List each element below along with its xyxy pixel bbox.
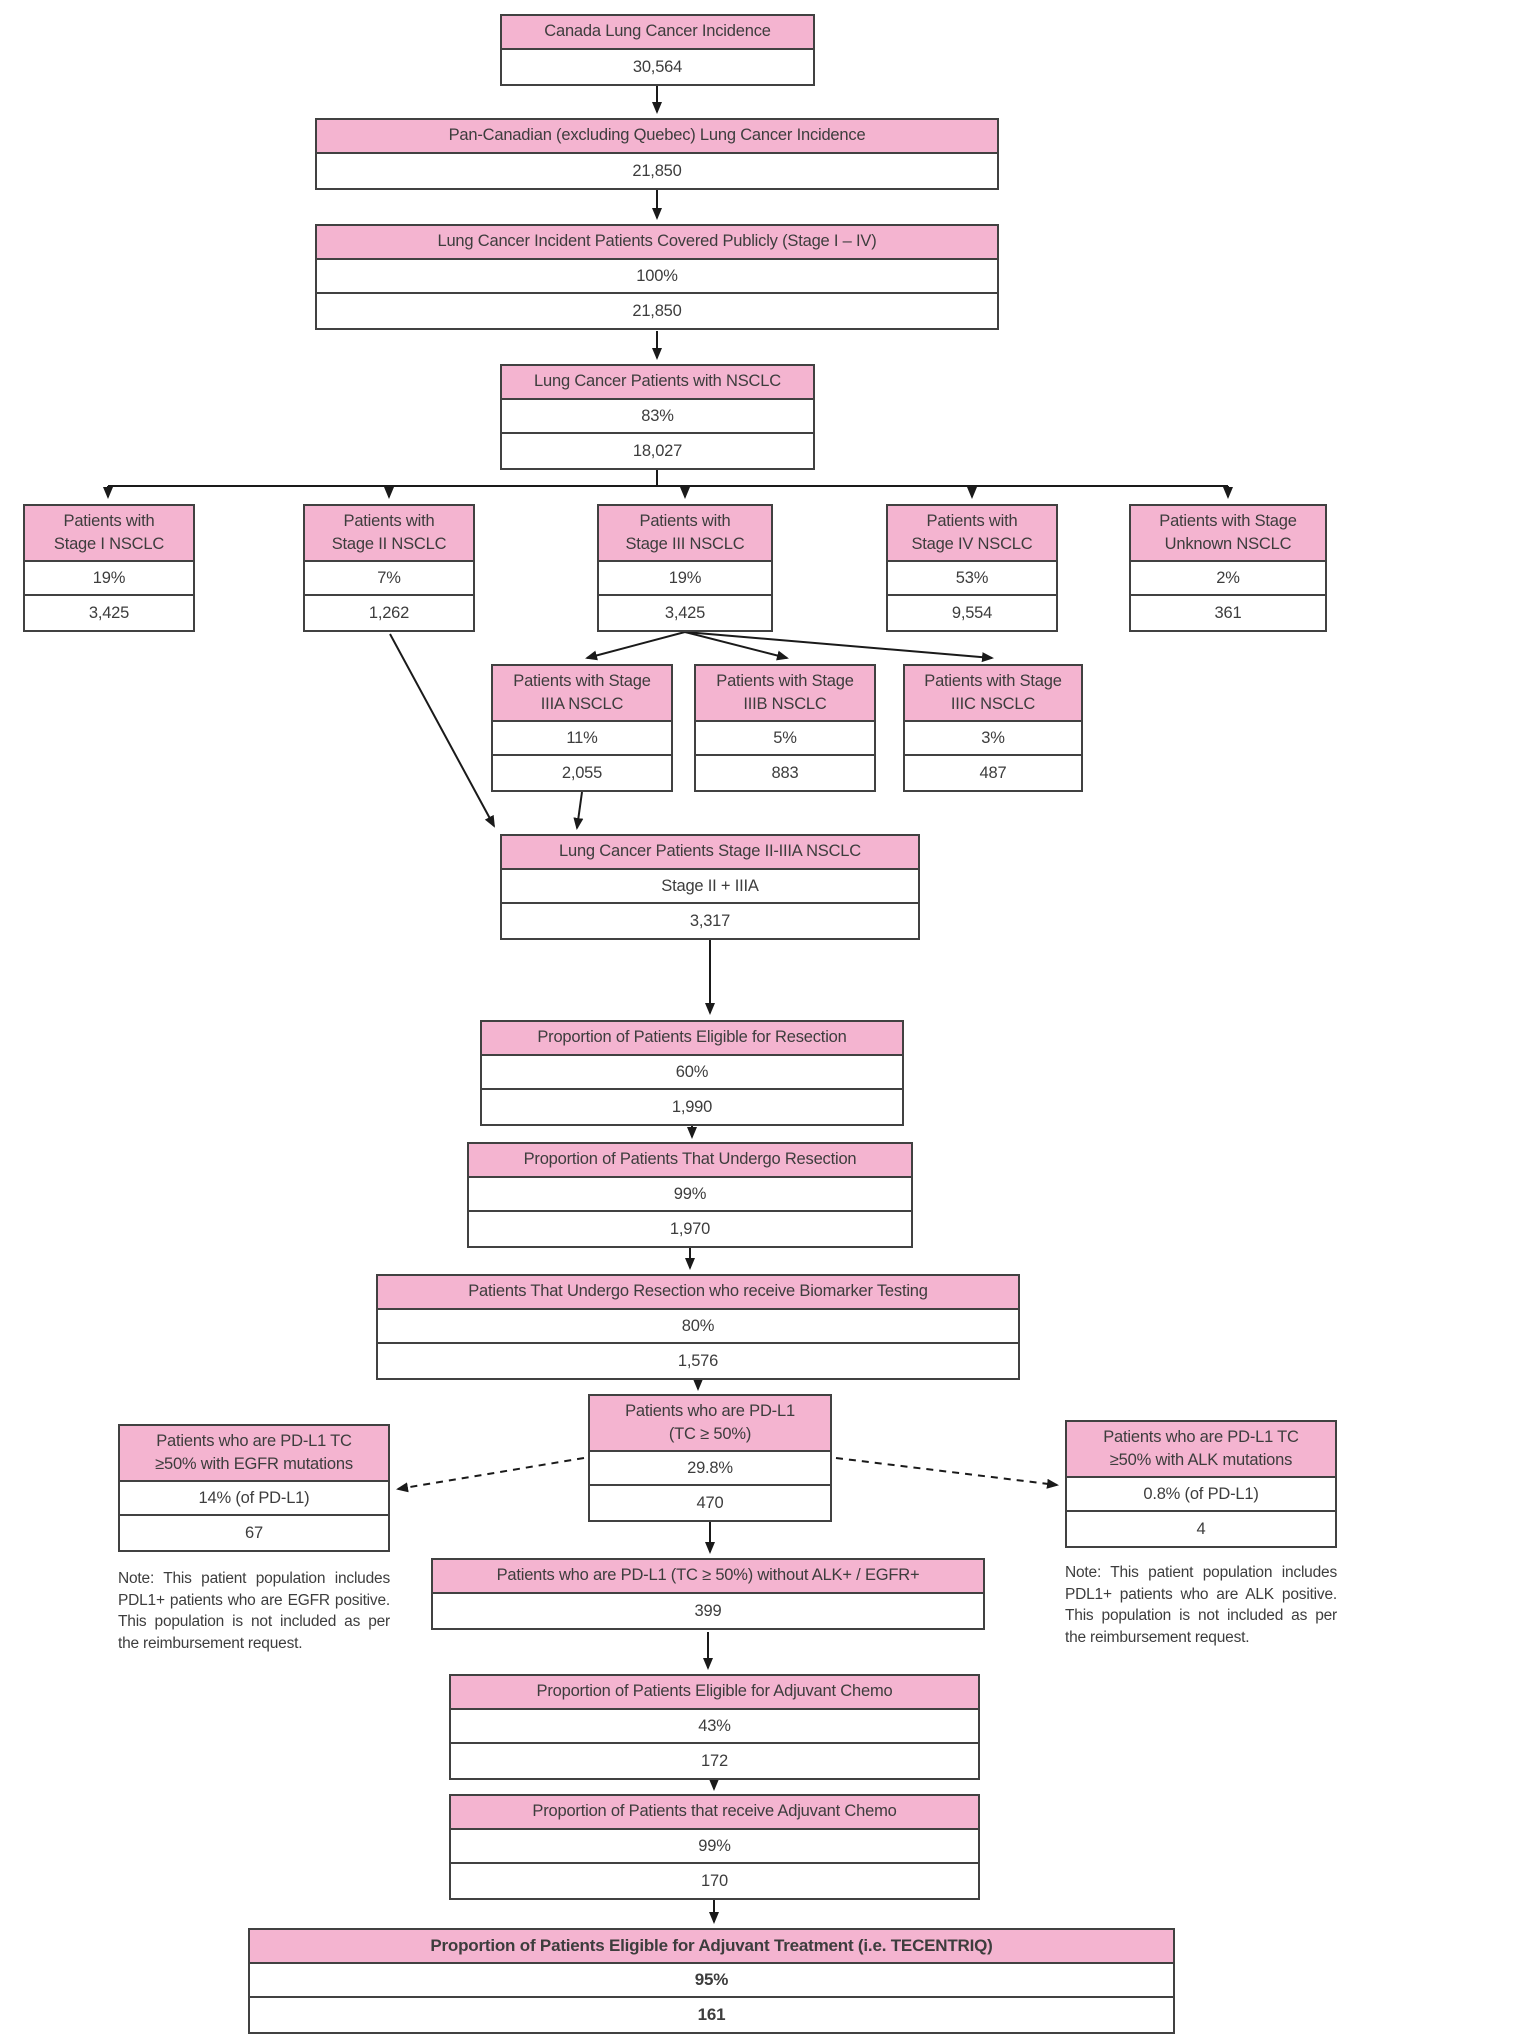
box-adjuvant-chemo-eligible: Proportion of Patients Eligible for Adju… [449, 1674, 980, 1780]
box-stage-iii: Patients with Stage III NSCLC 19% 3,425 [597, 504, 773, 632]
box-percent: 99% [469, 1178, 911, 1212]
box-title: Patients with Stage III NSCLC [599, 506, 771, 562]
box-value: 9,554 [951, 603, 993, 622]
box-percent: 60% [482, 1056, 902, 1090]
box-stage-i: Patients with Stage I NSCLC 19% 3,425 [23, 504, 195, 632]
box-value: 161 [697, 2005, 726, 2024]
box-stage-ii-iiia: Lung Cancer Patients Stage II-IIIA NSCLC… [500, 834, 920, 940]
box-title: Proportion of Patients Eligible for Rese… [482, 1022, 902, 1056]
box-value: 21,850 [632, 161, 682, 180]
note-egfr-population: Note: This patient population includes P… [118, 1570, 390, 1652]
box-value: 1,990 [671, 1097, 713, 1116]
box-title: Proportion of Patients That Undergo Rese… [469, 1144, 911, 1178]
box-value: 470 [696, 1493, 724, 1512]
box-value: 361 [1214, 603, 1242, 622]
box-title: Patients with Stage I NSCLC [25, 506, 193, 562]
box-nsclc: Lung Cancer Patients with NSCLC 83% 18,0… [500, 364, 815, 470]
box-title: Patients with Stage Unknown NSCLC [1131, 506, 1325, 562]
box-title: Patients who are PD-L1 TC ≥50% with EGFR… [120, 1426, 388, 1482]
box-title: Patients with Stage IV NSCLC [888, 506, 1056, 562]
box-title: Canada Lung Cancer Incidence [502, 16, 813, 50]
box-title: Patients with Stage IIIC NSCLC [905, 666, 1081, 722]
box-percent: 5% [696, 722, 874, 756]
box-title: Lung Cancer Incident Patients Covered Pu… [317, 226, 997, 260]
box-percent: 83% [502, 400, 813, 434]
box-stage-iiib: Patients with Stage IIIB NSCLC 5% 883 [694, 664, 876, 792]
box-value: 172 [701, 1751, 728, 1770]
box-pdl1-without-alk-egfr: Patients who are PD-L1 (TC ≥ 50%) withou… [431, 1558, 985, 1630]
box-value: 2,055 [561, 763, 603, 782]
box-pdl1-egfr-mutations: Patients who are PD-L1 TC ≥50% with EGFR… [118, 1424, 390, 1552]
box-value: 67 [245, 1523, 263, 1542]
note-alk-population: Note: This patient population includes P… [1065, 1564, 1337, 1646]
box-value: 18,027 [632, 441, 683, 460]
box-percent: 29.8% [590, 1452, 830, 1486]
box-percent: 19% [25, 562, 193, 596]
box-value: 399 [694, 1601, 722, 1620]
box-pdl1-alk-mutations: Patients who are PD-L1 TC ≥50% with ALK … [1065, 1420, 1337, 1548]
box-percent: 43% [451, 1710, 978, 1744]
box-percent: 100% [317, 260, 997, 294]
box-percent: 19% [599, 562, 771, 596]
box-percent: 14% (of PD-L1) [120, 1482, 388, 1516]
box-biomarker-testing: Patients That Undergo Resection who rece… [376, 1274, 1020, 1380]
box-title: Lung Cancer Patients Stage II-IIIA NSCLC [502, 836, 918, 870]
box-value: 1,576 [677, 1351, 719, 1370]
box-canada-incidence: Canada Lung Cancer Incidence 30,564 [500, 14, 815, 86]
box-title: Patients who are PD-L1 TC ≥50% with ALK … [1067, 1422, 1335, 1478]
box-percent: 99% [451, 1830, 978, 1864]
box-adjuvant-treatment-tecentriq: Proportion of Patients Eligible for Adju… [248, 1928, 1175, 2034]
box-value: 1,262 [368, 603, 410, 622]
box-value: 30,564 [632, 57, 683, 76]
box-title: Patients who are PD-L1 (TC ≥ 50%) withou… [433, 1560, 983, 1594]
box-title: Patients That Undergo Resection who rece… [378, 1276, 1018, 1310]
box-percent: 3% [905, 722, 1081, 756]
box-covered-publicly: Lung Cancer Incident Patients Covered Pu… [315, 224, 999, 330]
box-title: Proportion of Patients that receive Adju… [451, 1796, 978, 1830]
box-undergo-resection: Proportion of Patients That Undergo Rese… [467, 1142, 913, 1248]
box-stage-iiia: Patients with Stage IIIA NSCLC 11% 2,055 [491, 664, 673, 792]
box-percent: 53% [888, 562, 1056, 596]
box-title: Patients with Stage II NSCLC [305, 506, 473, 562]
box-pdl1-tc50: Patients who are PD-L1 (TC ≥ 50%) 29.8% … [588, 1394, 832, 1522]
box-stage-iv: Patients with Stage IV NSCLC 53% 9,554 [886, 504, 1058, 632]
box-value: 1,970 [669, 1219, 711, 1238]
box-title: Pan-Canadian (excluding Quebec) Lung Can… [317, 120, 997, 154]
box-eligible-resection: Proportion of Patients Eligible for Rese… [480, 1020, 904, 1126]
box-percent: 95% [250, 1964, 1173, 1998]
solid-flow-lines [103, 86, 1233, 1924]
box-title: Proportion of Patients Eligible for Adju… [451, 1676, 978, 1710]
box-title: Lung Cancer Patients with NSCLC [502, 366, 813, 400]
box-adjuvant-chemo-receive: Proportion of Patients that receive Adju… [449, 1794, 980, 1900]
box-title: Patients who are PD-L1 (TC ≥ 50%) [590, 1396, 830, 1452]
box-percent: 0.8% (of PD-L1) [1067, 1478, 1335, 1512]
box-value: 883 [771, 763, 799, 782]
box-title: Proportion of Patients Eligible for Adju… [250, 1930, 1173, 1964]
box-value: 3,425 [88, 603, 130, 622]
box-stage-unknown: Patients with Stage Unknown NSCLC 2% 361 [1129, 504, 1327, 632]
box-value: 487 [979, 763, 1007, 782]
box-value: 3,317 [689, 911, 731, 930]
box-value: 21,850 [632, 301, 682, 320]
dashed-flow-lines [396, 1457, 1059, 1493]
box-stage-ii: Patients with Stage II NSCLC 7% 1,262 [303, 504, 475, 632]
box-percent: 7% [305, 562, 473, 596]
box-title: Patients with Stage IIIB NSCLC [696, 666, 874, 722]
box-label: Stage II + IIIA [502, 870, 918, 904]
box-title: Patients with Stage IIIA NSCLC [493, 666, 671, 722]
box-percent: 80% [378, 1310, 1018, 1344]
box-value: 170 [701, 1871, 728, 1890]
box-pan-canadian-incidence: Pan-Canadian (excluding Quebec) Lung Can… [315, 118, 999, 190]
box-value: 4 [1196, 1519, 1206, 1538]
box-value: 3,425 [664, 603, 706, 622]
box-percent: 11% [493, 722, 671, 756]
box-stage-iiic: Patients with Stage IIIC NSCLC 3% 487 [903, 664, 1083, 792]
box-percent: 2% [1131, 562, 1325, 596]
